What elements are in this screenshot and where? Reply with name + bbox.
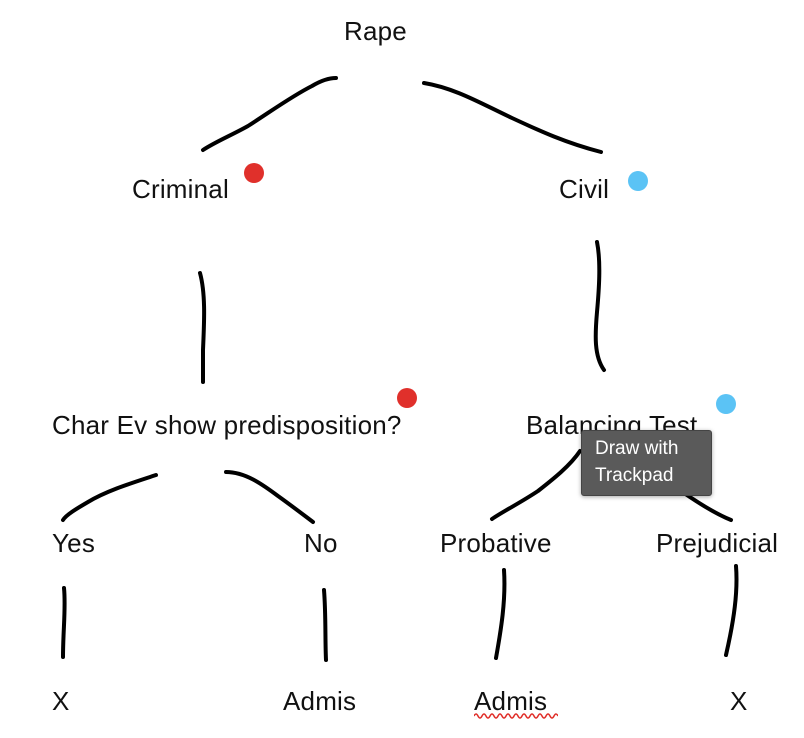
tooltip-line-1: Draw with	[595, 438, 679, 459]
stroke-root-to-criminal	[201, 76, 338, 152]
node-probative-result-admis: Admis	[474, 686, 548, 716]
spellcheck-underline	[474, 713, 558, 719]
node-probative: Probative	[440, 528, 552, 558]
stroke-no-to-admis	[322, 588, 328, 662]
draw-with-trackpad-tooltip: Draw with Trackpad	[581, 430, 712, 496]
stroke-balancing-to-prejudicial	[682, 491, 733, 522]
stroke-charev-to-yes	[61, 473, 158, 522]
stroke-yes-to-x	[61, 586, 67, 659]
node-prejudicial-result-x: X	[730, 686, 748, 716]
node-no: No	[304, 528, 338, 558]
node-yes: Yes	[52, 528, 96, 558]
stroke-charev-to-no	[224, 470, 315, 524]
stroke-balancing-to-probative	[490, 449, 582, 521]
node-yes-result-x: X	[52, 686, 70, 716]
blue-marker-dot	[716, 394, 736, 414]
red-marker-dot	[244, 163, 264, 183]
stroke-criminal-to-charev	[198, 271, 207, 384]
node-rape: Rape	[344, 16, 407, 46]
node-criminal: Criminal	[132, 174, 229, 204]
tooltip-line-2: Trackpad	[595, 465, 674, 486]
node-prejudicial: Prejudicial	[656, 528, 779, 558]
node-char-ev: Char Ev show predisposition?	[52, 410, 402, 440]
stroke-civil-to-balancing	[593, 240, 606, 372]
stroke-prejudicial-to-x	[724, 564, 739, 657]
node-no-result-admis: Admis	[283, 686, 357, 716]
red-marker-dot	[397, 388, 417, 408]
stroke-root-to-civil	[422, 81, 603, 154]
node-civil: Civil	[559, 174, 610, 204]
blue-marker-dot	[628, 171, 648, 191]
stroke-probative-to-admis	[494, 568, 507, 660]
